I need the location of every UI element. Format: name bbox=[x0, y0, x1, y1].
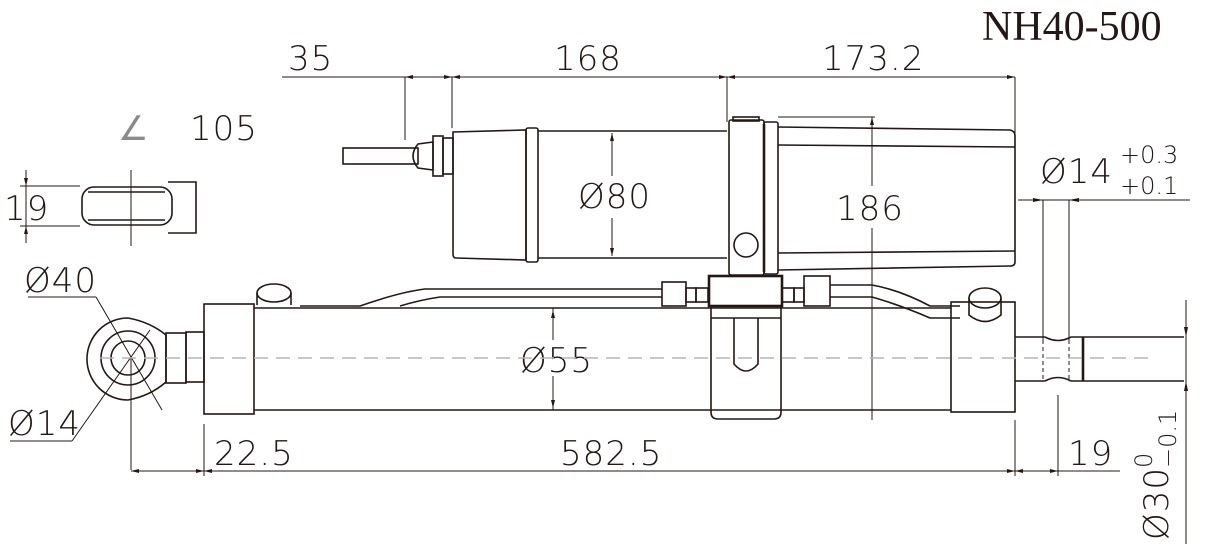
dim-rod-tol-lower: −0.1 bbox=[1154, 410, 1182, 468]
dim-eye-inner-diameter: Ø14 bbox=[8, 404, 81, 444]
dim-gearbox-length: 173.2 bbox=[822, 39, 924, 79]
dim-cable-length: 35 bbox=[288, 39, 333, 79]
dim-overall-height: 186 bbox=[836, 189, 904, 229]
model-title: NH40-500 bbox=[982, 4, 1162, 50]
hydraulic-pipe bbox=[256, 274, 1002, 323]
rotation-angle-prefix: ∠ bbox=[118, 109, 149, 149]
dim-eye-outer-diameter: Ø40 bbox=[24, 261, 97, 301]
dim-eye-offset: 22.5 bbox=[214, 434, 294, 474]
cylinder: Ø55 bbox=[185, 301, 1016, 420]
rear-eye: Ø40 Ø14 bbox=[8, 261, 187, 470]
dim-retracted-length: 582.5 bbox=[560, 434, 662, 474]
dim-rod-diameter: Ø30 bbox=[1137, 467, 1177, 540]
clevis-side-view: ∠ 105 19 bbox=[4, 109, 258, 246]
dim-rod-pin-diameter: Ø14 bbox=[1040, 152, 1113, 192]
dim-rod-pin-tol-lower: +0.1 bbox=[1120, 172, 1178, 200]
motor: Ø80 bbox=[342, 127, 727, 263]
dim-cylinder-diameter: Ø55 bbox=[520, 341, 593, 381]
dim-rod-pin-tol-upper: +0.3 bbox=[1120, 141, 1178, 169]
bottom-dimension-chain: 22.5 582.5 19 bbox=[131, 395, 1120, 476]
top-dimension-chain: 35 168 173.2 bbox=[282, 39, 1016, 190]
dim-rod-end-length: 19 bbox=[1068, 434, 1113, 474]
rod-pin-dimension: Ø14 +0.3 +0.1 bbox=[1018, 141, 1190, 340]
piston-rod bbox=[1015, 300, 1188, 544]
dim-rotation-angle: 105 bbox=[190, 109, 258, 149]
dim-rod-tol-upper: 0 bbox=[1130, 453, 1158, 468]
dim-motor-diameter: Ø80 bbox=[578, 177, 651, 217]
rod-diameter-dimension: Ø30 0 −0.1 bbox=[1130, 410, 1182, 540]
dim-clevis-width: 19 bbox=[4, 189, 49, 229]
gearbox-housing: 186 bbox=[728, 116, 1016, 420]
dim-motor-length: 168 bbox=[554, 39, 622, 79]
